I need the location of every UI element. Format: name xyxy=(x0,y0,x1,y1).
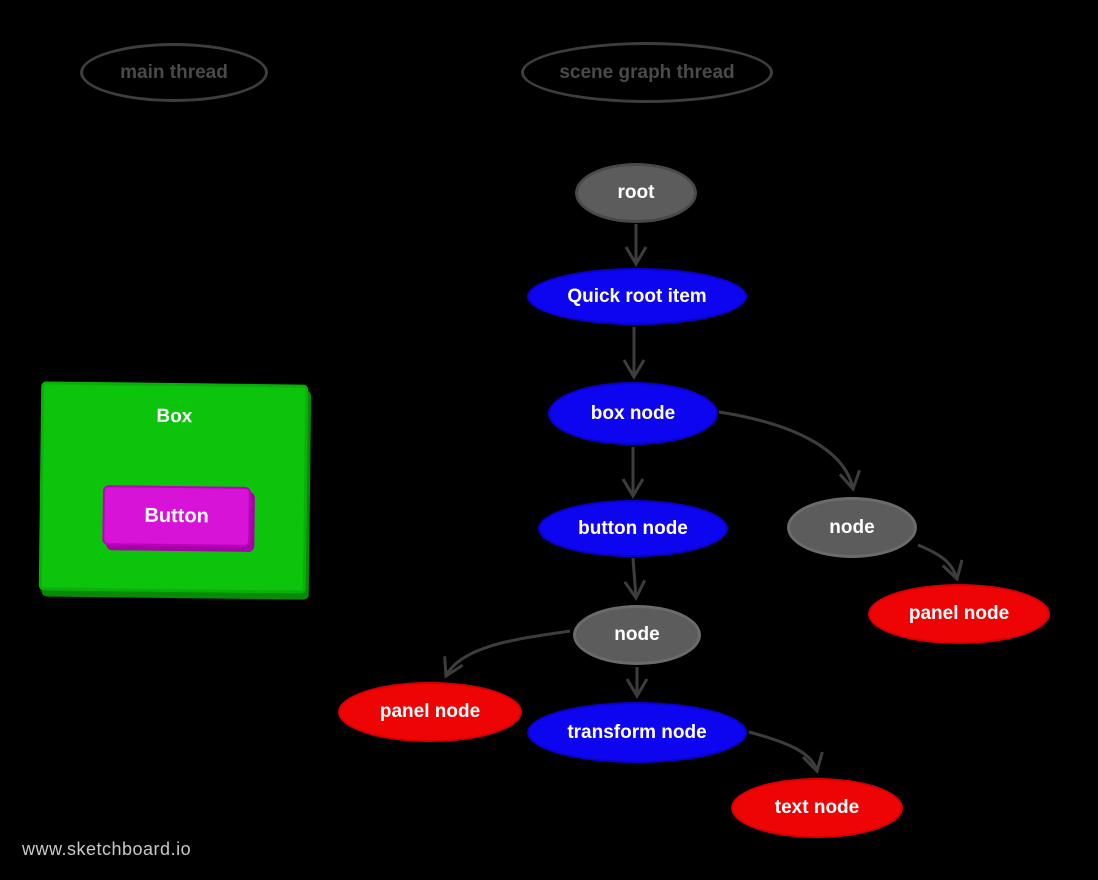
connector-transformnode-textnode[interactable] xyxy=(748,730,824,774)
node-panel-node-right-label: panel node xyxy=(908,603,1010,624)
node-box-node-label: box node xyxy=(590,402,676,424)
node-right[interactable]: node xyxy=(787,497,917,558)
node-text-node[interactable]: text node xyxy=(731,778,903,838)
button-shape[interactable]: Button xyxy=(102,485,252,547)
node-root-label: root xyxy=(617,182,655,203)
node-mid[interactable]: node xyxy=(573,605,701,665)
thread-label-main: main thread xyxy=(120,61,228,83)
node-transform-node[interactable]: transform node xyxy=(527,702,747,763)
node-right-label: node xyxy=(829,516,875,538)
node-quick-root-item[interactable]: Quick root item xyxy=(527,268,747,325)
connector-buttonnode-nodemid[interactable] xyxy=(623,557,647,601)
node-button-node-label: button node xyxy=(578,517,688,539)
thread-ellipse-main[interactable]: main thread xyxy=(80,43,268,102)
node-mid-label: node xyxy=(614,624,660,645)
button-label: Button xyxy=(144,504,209,527)
node-button-node[interactable]: button node xyxy=(538,500,728,557)
box-label: Box xyxy=(156,405,193,428)
node-panel-node-right[interactable]: panel node xyxy=(868,584,1050,644)
node-text-node-label: text node xyxy=(774,797,860,818)
node-root[interactable]: root xyxy=(575,163,697,223)
thread-label-scene-graph: scene graph thread xyxy=(559,61,735,83)
sketchboard-watermark: www.sketchboard.io xyxy=(22,839,192,859)
node-quick-root-item-label: Quick root item xyxy=(567,285,707,307)
box-shape[interactable]: Box Button xyxy=(38,381,309,594)
thread-ellipse-scene-graph[interactable]: scene graph thread xyxy=(521,42,773,103)
node-panel-node-left[interactable]: panel node xyxy=(338,682,522,742)
node-panel-node-left-label: panel node xyxy=(379,701,481,722)
connector-node-right-to-panel[interactable] xyxy=(917,543,964,582)
node-box-node[interactable]: box node xyxy=(548,382,718,445)
connector-boxnode-noderight[interactable] xyxy=(718,410,861,492)
connector-nodemid-panelnodeleft[interactable] xyxy=(443,629,571,679)
node-transform-node-label: transform node xyxy=(567,721,707,743)
